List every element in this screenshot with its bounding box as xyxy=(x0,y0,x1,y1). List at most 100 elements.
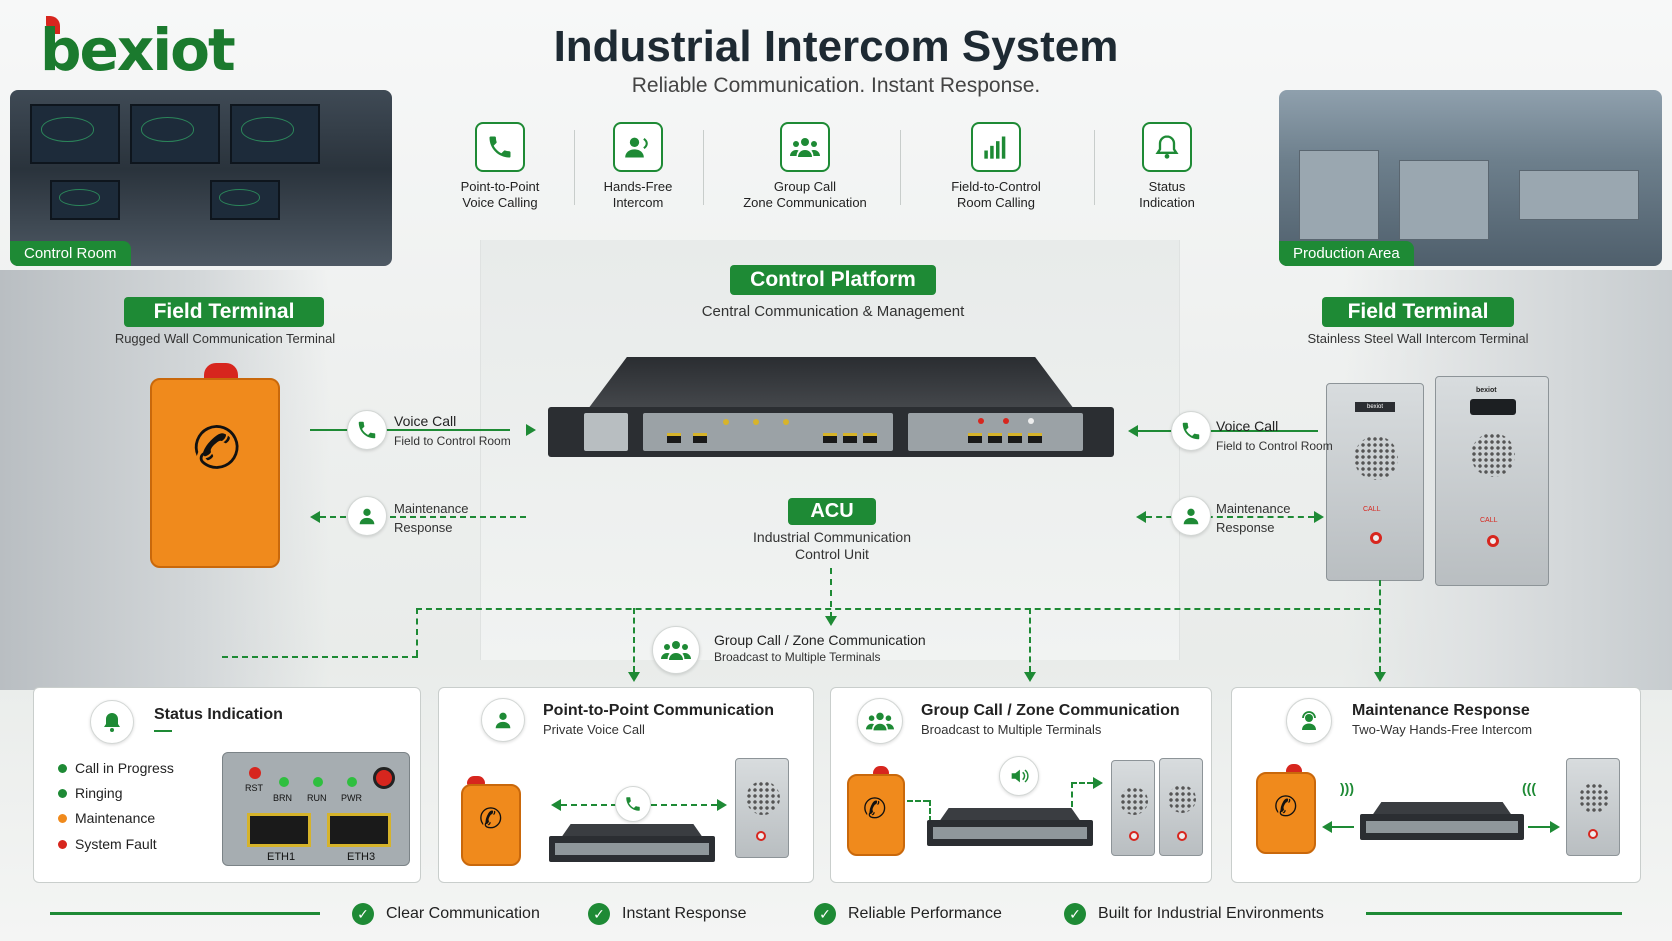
check-icon: ✓ xyxy=(588,903,610,925)
broadcast-speaker-icon xyxy=(999,756,1039,796)
speaker-grille-icon xyxy=(1168,785,1196,813)
feature-label-line1: Hands-Free xyxy=(603,179,673,194)
feature-label-line2: Zone Communication xyxy=(743,195,867,210)
acu-io-panel xyxy=(643,413,893,451)
sound-waves-icon: ))) xyxy=(1340,780,1354,796)
mini-intercom-panel xyxy=(1566,758,1620,856)
led-label: BRN xyxy=(273,793,293,803)
right-intercom-panel-2: bexiot CALL xyxy=(1435,376,1549,586)
device-status-panel: RST BRN RUN PWR ETH1 ETH3 xyxy=(222,752,410,866)
bell-icon xyxy=(1142,122,1192,172)
mini-acu-device xyxy=(927,820,1093,846)
bus-to-left-terminal xyxy=(222,656,418,658)
panel-brand-text: bexiot xyxy=(1476,387,1497,394)
call-button[interactable] xyxy=(1370,532,1382,544)
group-flow-sub: Broadcast to Multiple Terminals xyxy=(714,650,881,664)
mini-acu-device xyxy=(1360,814,1524,840)
ethernet-port xyxy=(247,813,311,847)
acu-caption-line2: Control Unit xyxy=(795,546,869,562)
bell-icon xyxy=(90,700,134,744)
arrow-left-icon xyxy=(1128,425,1138,437)
legend-call-in-progress: Call in Progress xyxy=(58,760,174,776)
bus-drop-maintenance xyxy=(1379,580,1381,672)
call-button[interactable] xyxy=(1588,829,1598,839)
group-flow-title: Group Call / Zone Communication xyxy=(714,632,926,648)
control-platform-caption: Central Communication & Management xyxy=(701,303,965,320)
highlight-clear-communication: ✓Clear Communication xyxy=(352,903,540,925)
call-button[interactable] xyxy=(1129,831,1139,841)
speaker-grille-icon xyxy=(1471,433,1515,477)
p2p-card-sub: Private Voice Call xyxy=(543,722,645,737)
status-led xyxy=(1028,418,1034,424)
group-icon xyxy=(857,698,903,744)
call-button[interactable] xyxy=(1177,831,1187,841)
feature-label-line2: Intercom xyxy=(612,195,664,210)
monitor-icon xyxy=(50,180,120,220)
ethernet-port xyxy=(1028,433,1042,443)
highlight-industrial-environments: ✓Built for Industrial Environments xyxy=(1064,903,1324,925)
call-button[interactable] xyxy=(756,831,766,841)
status-led xyxy=(783,419,789,425)
handset-icon: ✆ xyxy=(479,803,503,834)
acu-front-panel xyxy=(548,407,1114,457)
phone-icon xyxy=(475,122,525,172)
group-link-line xyxy=(1071,782,1093,784)
sound-waves-icon: ((( xyxy=(1522,780,1536,796)
maintenance-link-line xyxy=(1528,826,1550,828)
feature-label-line1: Field-to-Control xyxy=(951,179,1041,194)
status-card-title: Status Indication xyxy=(154,706,283,723)
mini-rugged-terminal: ✆ xyxy=(461,784,521,866)
acu-device xyxy=(548,357,1114,461)
left-terminal-label: Field Terminal xyxy=(124,297,324,327)
legend-label: Ringing xyxy=(75,785,123,801)
led-label: RST xyxy=(245,783,263,793)
run-led xyxy=(313,777,323,787)
check-icon: ✓ xyxy=(352,903,374,925)
feature-label-line2: Indication xyxy=(1139,195,1195,210)
speaker-grille-icon xyxy=(1579,783,1609,813)
production-area-tag: Production Area xyxy=(1279,241,1414,266)
ethernet-port xyxy=(968,433,982,443)
feature-label-line1: Status xyxy=(1148,179,1186,194)
maintenance-card-title: Maintenance Response xyxy=(1352,702,1530,719)
feature-divider xyxy=(1094,130,1095,205)
group-icon xyxy=(652,626,700,674)
p2p-card: Point-to-Point Communication Private Voi… xyxy=(438,687,814,883)
phone-icon xyxy=(615,786,651,822)
voice-call-line-right xyxy=(1138,430,1318,432)
arrow-left-icon xyxy=(1322,821,1332,833)
right-voice-call-sub: Field to Control Room xyxy=(1216,439,1333,453)
phone-icon xyxy=(1171,411,1211,451)
speaker-grille-icon xyxy=(1120,787,1148,815)
acu-down-line xyxy=(830,568,832,618)
right-maintenance-line1: Maintenance xyxy=(1216,501,1291,516)
arrow-left-icon xyxy=(1136,511,1146,523)
right-maintenance-line2: Response xyxy=(1216,520,1275,535)
page-title: Industrial Intercom System xyxy=(553,22,1119,71)
arrow-right-icon xyxy=(1314,511,1324,523)
arrow-right-icon xyxy=(717,799,727,811)
group-card-title: Group Call / Zone Communication xyxy=(921,702,1180,719)
monitor-icon xyxy=(130,104,220,164)
call-button[interactable] xyxy=(1487,535,1499,547)
left-maintenance-text: Maintenance Response xyxy=(394,499,468,537)
legend-dot xyxy=(58,813,67,823)
led-label: RUN xyxy=(307,793,327,803)
acu-caption: Industrial Communication Control Unit xyxy=(700,529,964,563)
mini-rugged-terminal: ✆ xyxy=(1256,772,1316,854)
port-label: ETH1 xyxy=(267,851,296,863)
group-card-sub: Broadcast to Multiple Terminals xyxy=(921,722,1102,737)
bottom-decor-line-right xyxy=(1366,912,1622,915)
highlight-reliable-performance: ✓Reliable Performance xyxy=(814,903,1002,925)
reset-button[interactable] xyxy=(373,767,395,789)
ethernet-port xyxy=(823,433,837,443)
legend-dot xyxy=(58,763,67,773)
p2p-card-title: Point-to-Point Communication xyxy=(543,702,775,719)
legend-label: Call in Progress xyxy=(75,760,174,776)
status-led xyxy=(978,418,984,424)
legend-maintenance: Maintenance xyxy=(58,810,155,826)
group-link-line xyxy=(1071,782,1073,826)
right-voice-call-title: Voice Call xyxy=(1216,418,1279,434)
